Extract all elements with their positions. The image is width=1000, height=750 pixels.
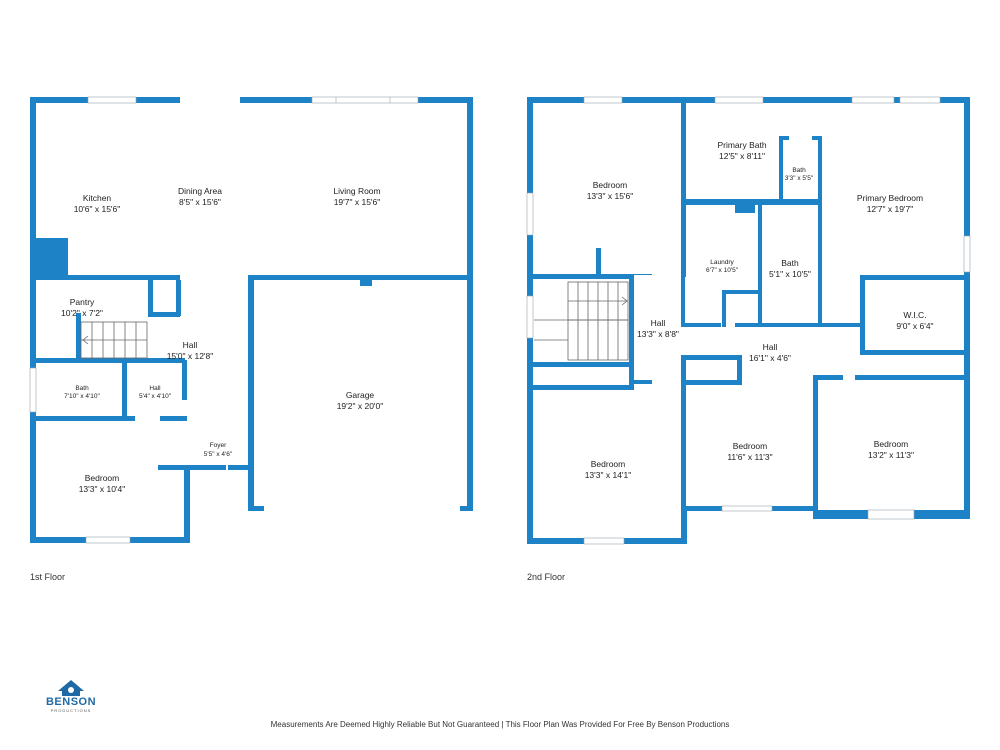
room-name: Hall [763,342,778,352]
room-dimensions: 16'1" x 4'6" [749,353,791,363]
room-name: Pantry [70,297,95,307]
room-name: Living Room [333,186,380,196]
room-name: Bath [781,258,799,268]
room-name: Bath [792,167,806,174]
brand-logo: BENSON PRODUCTIONS [38,678,104,713]
second-floor-labels: Bedroom 13'3" x 15'6" Primary Bath 12'5"… [585,140,934,480]
room-dimensions: 9'0" x 6'4" [896,321,933,331]
room-name: Primary Bath [717,140,766,150]
room-dimensions: 11'6" x 11'3" [727,452,772,462]
room-dimensions: 13'2" x 11'3" [868,450,914,460]
room-name: Laundry [710,259,734,266]
room-dimensions: 12'7" x 19'7" [867,204,914,214]
brand-name: BENSON [45,696,97,708]
room-name: Primary Bedroom [857,193,923,203]
room-name: Hall [183,340,198,350]
room-dimensions: 19'7" x 15'6" [334,197,381,207]
first-floor-labels: Kitchen 10'6" x 15'6" Dining Area 8'5" x… [61,186,383,494]
room-dimensions: 13'3" x 15'6" [587,191,634,201]
room-dimensions: 5'5" x 4'6" [204,451,233,458]
room-dimensions: 12'5" x 8'11" [719,151,765,161]
room-dimensions: 13'3" x 10'4" [79,484,126,494]
room-name: Bedroom [591,459,626,469]
room-dimensions: 10'2" x 7'2" [61,308,103,318]
footer-disclaimer: Measurements Are Deemed Highly Reliable … [270,720,730,729]
room-name: Foyer [210,442,227,449]
room-dimensions: 19'2" x 20'0" [337,401,384,411]
second-floor-label: 2nd Floor [527,572,566,582]
room-name: Hall [149,385,161,392]
room-dimensions: 13'3" x 14'1" [585,470,632,480]
room-dimensions: 6'7" x 10'5" [706,267,739,274]
room-name: Kitchen [83,193,112,203]
first-floor-label: 1st Floor [30,572,66,582]
house-logo-icon [58,680,84,696]
room-name: Garage [346,390,375,400]
room-name: Hall [651,318,666,328]
second-floor-plan [526,96,971,545]
room-name: Bedroom [874,439,909,449]
room-dimensions: 5'4" x 4'10" [139,393,172,400]
room-name: Bedroom [85,473,120,483]
room-dimensions: 8'5" x 15'6" [179,197,221,207]
room-name: Bath [75,385,89,392]
room-name: W.I.C. [903,310,926,320]
room-dimensions: 13'3" x 8'8" [637,329,679,339]
room-name: Dining Area [178,186,222,196]
room-dimensions: 5'1" x 10'5" [769,269,811,279]
room-name: Bedroom [733,441,768,451]
room-dimensions: 3'3" x 5'5" [785,175,814,182]
stairs-second-floor [534,281,629,361]
brand-subtitle: PRODUCTIONS [50,708,92,713]
room-dimensions: 15'0" x 12'8" [167,351,214,361]
room-name: Bedroom [593,180,628,190]
room-dimensions: 10'6" x 15'6" [74,204,121,214]
first-floor-plan [29,96,473,544]
stairs-first-floor [80,321,148,359]
room-dimensions: 7'10" x 4'10" [64,393,100,400]
